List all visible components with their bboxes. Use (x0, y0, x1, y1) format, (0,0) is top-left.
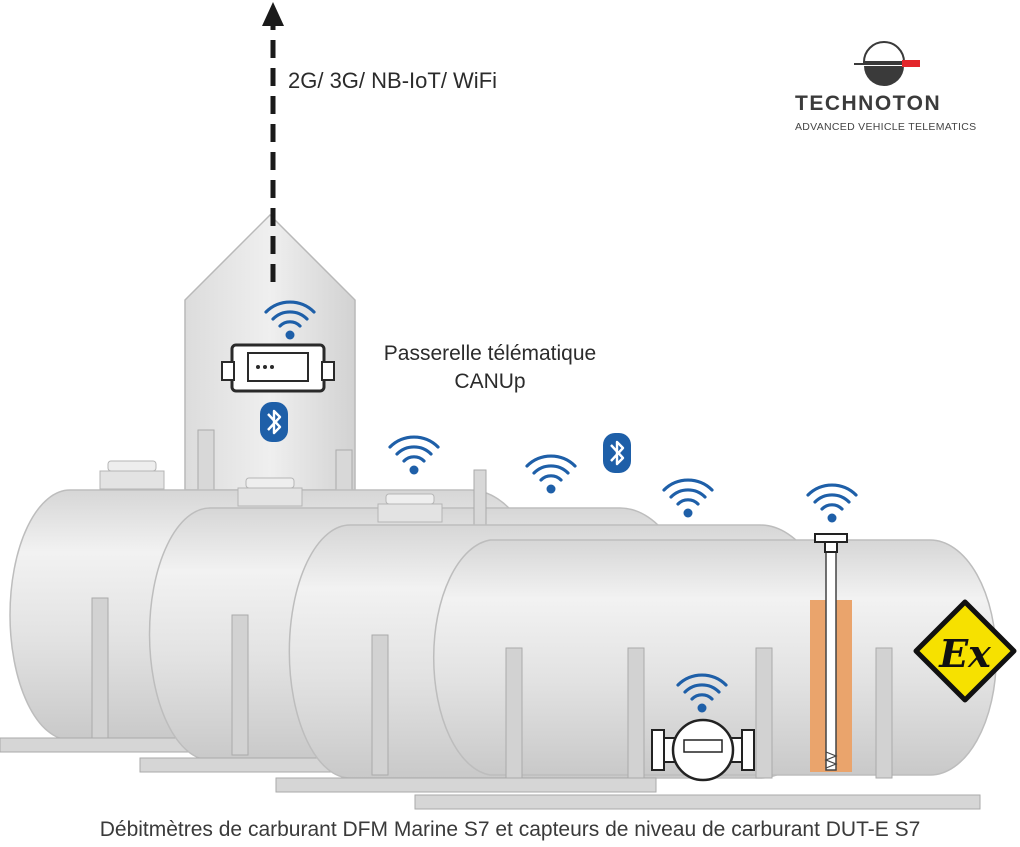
arrow-up-icon (262, 2, 284, 282)
ex-explosion-proof-icon: Ex (913, 599, 1017, 703)
brand-name: TECHNOTON (795, 92, 942, 115)
gateway-label: Passerelle télématique CANUp (340, 340, 640, 396)
fuel-flow-meter (651, 718, 755, 782)
wifi-icon (525, 454, 577, 496)
wifi-icon (662, 478, 714, 520)
fuel-tank (414, 539, 997, 810)
caption: Débitmètres de carburant DFM Marine S7 e… (99, 818, 921, 841)
network-label: 2G/ 3G/ NB-IoT/ WiFi (288, 68, 498, 93)
wifi-icon (806, 483, 858, 525)
gateway-label-line1: Passerelle télématique (383, 342, 597, 365)
svg-text:Ex: Ex (938, 631, 992, 676)
bluetooth-icon (601, 431, 633, 475)
gateway-label-line2: CANUp (454, 370, 526, 393)
technoton-logo-emblem (854, 41, 920, 86)
fuel-level-sensor (810, 533, 852, 772)
brand-tagline: ADVANCED VEHICLE TELEMATICS (795, 121, 977, 133)
bluetooth-icon (258, 400, 290, 444)
canup-gateway-device (221, 343, 335, 393)
wifi-icon (388, 435, 440, 477)
